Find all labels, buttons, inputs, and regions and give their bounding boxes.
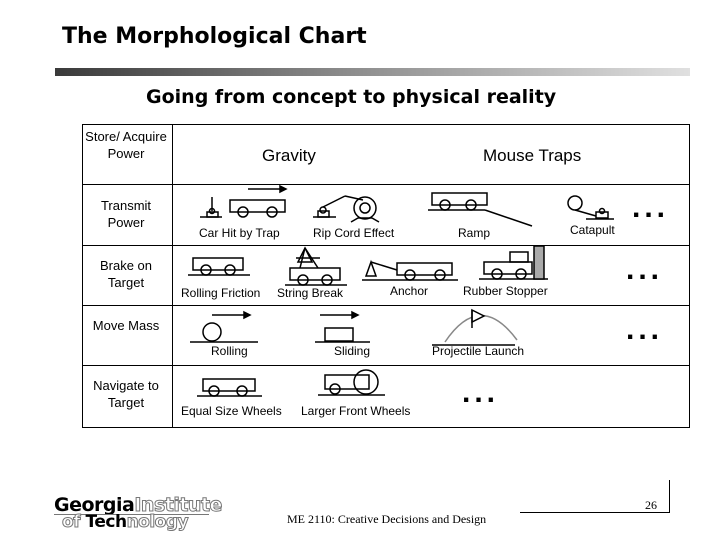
row-divider [83, 365, 689, 366]
concept-rip-cord-effect: Rip Cord Effect [313, 226, 395, 240]
concept-car-hit-by-trap: Car Hit by Trap [199, 226, 280, 240]
concept-larger-front-wheels: Larger Front Wheels [301, 404, 411, 418]
concept-rubber-stopper: Rubber Stopper [463, 284, 548, 298]
logo-nology-text: nology [126, 512, 189, 533]
morphological-chart-grid [82, 124, 690, 428]
row-divider [83, 305, 689, 306]
rubber-stopper-sketch [479, 245, 548, 280]
concept-string-break: String Break [277, 286, 344, 300]
logo-divider [54, 514, 209, 515]
ramp-sketch [428, 192, 533, 227]
concept-anchor: Anchor [390, 284, 429, 298]
title-gradient-bar [55, 68, 690, 76]
projectile-launch-sketch [432, 308, 518, 346]
logo-of-text: of [62, 512, 86, 533]
footer-rule-vertical [669, 480, 670, 513]
logo-georgia-text: Georgia [54, 494, 135, 516]
anchor-sketch [362, 259, 458, 281]
more-concepts-ellipsis: ... [462, 376, 500, 409]
page-number: 26 [645, 498, 657, 512]
car-hit-by-trap-sketch [200, 184, 288, 218]
footer-rule [520, 512, 670, 513]
row-divider [83, 184, 689, 185]
concept-catapult: Catapult [570, 223, 615, 237]
function-label-navigate-to-target: Navigate to Target [93, 378, 159, 410]
concept-sliding: Sliding [334, 344, 371, 358]
concept-projectile-launch: Projectile Launch [432, 344, 525, 358]
slide-title: The Morphological Chart [62, 24, 367, 49]
concept-mouse-traps: Mouse Traps [483, 146, 582, 165]
slide-subtitle: Going from concept to physical reality [146, 86, 557, 108]
function-label-transmit-power: Transmit Power [100, 198, 152, 230]
georgia-tech-logo-line2: of Technology [62, 512, 190, 533]
function-label-brake-on-target: Brake on Target [99, 258, 153, 290]
concept-rolling: Rolling [211, 344, 248, 358]
concept-gravity: Gravity [262, 146, 316, 165]
string-break-sketch [285, 246, 347, 286]
rolling-sketch [190, 310, 258, 343]
concept-equal-size-wheels: Equal Size Wheels [181, 404, 282, 418]
function-label-move-mass: Move Mass [92, 318, 160, 333]
rip-cord-effect-sketch [313, 195, 380, 223]
course-footer: ME 2110: Creative Decisions and Design [287, 512, 487, 526]
catapult-sketch [567, 195, 614, 220]
rolling-friction-sketch [188, 257, 250, 276]
georgia-tech-logo-line1: GeorgiaInstitute [54, 494, 223, 517]
function-label-store-power: Store/ Acquire Power [85, 129, 167, 161]
column-divider [172, 125, 173, 427]
logo-institute-text: Institute [134, 494, 223, 517]
concept-ramp: Ramp [458, 226, 491, 240]
more-concepts-ellipsis: ... [626, 253, 664, 286]
logo-tech-text: Tech [85, 512, 128, 532]
larger-front-wheels-sketch [318, 369, 385, 396]
more-concepts-ellipsis: ... [632, 191, 670, 224]
sliding-sketch [315, 310, 370, 343]
concept-rolling-friction: Rolling Friction [181, 286, 261, 300]
equal-size-wheels-sketch [197, 378, 262, 397]
more-concepts-ellipsis: ... [626, 313, 664, 346]
row-divider [83, 245, 689, 246]
